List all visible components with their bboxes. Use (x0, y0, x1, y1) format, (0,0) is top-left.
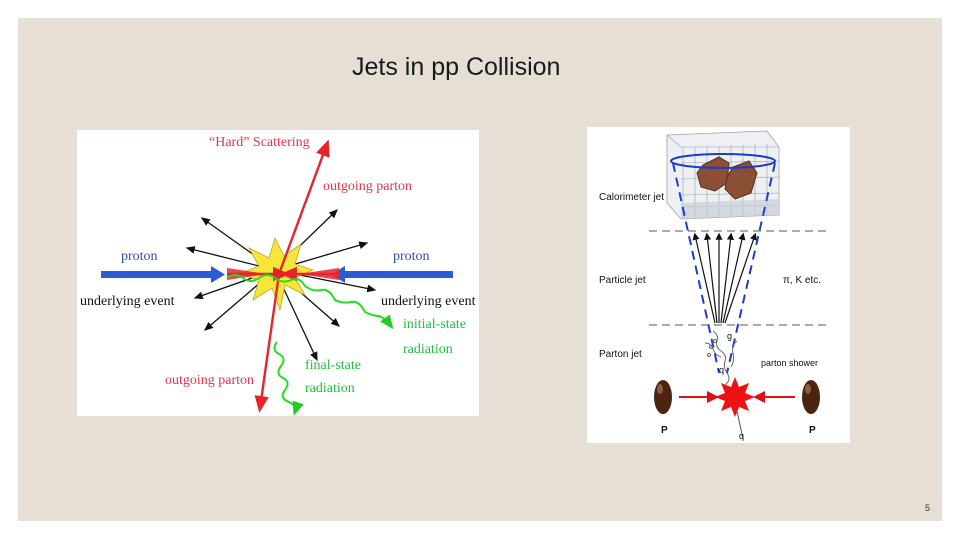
outgoing-parton-arrows (254, 139, 330, 413)
parton-shower (704, 330, 738, 394)
label-underlying-event-right: underlying event (381, 294, 476, 309)
label-quark-upper: q (719, 365, 724, 375)
label-underlying-event-left: underlying event (80, 294, 175, 309)
jet-cone-top (670, 153, 776, 169)
hard-scattering-diagram: “Hard” Scattering outgoing parton proton… (77, 130, 479, 416)
page-number: 5 (925, 503, 931, 513)
label-proton-p-right: P (809, 425, 816, 436)
label-calorimeter-jet: Calorimeter jet (599, 192, 664, 203)
jet-levels-diagram: Calorimeter jet Particle jet Parton jet … (587, 127, 850, 443)
proton-right (802, 380, 820, 414)
particle-jet-arrows (692, 232, 757, 324)
label-outgoing-parton-bottom: outgoing parton (165, 373, 254, 388)
recoil-quark-line (736, 410, 744, 440)
label-proton-left: proton (121, 249, 158, 264)
jet-levels-svg: Calorimeter jet Particle jet Parton jet … (599, 130, 831, 441)
hard-scattering-svg: “Hard” Scattering outgoing parton proton… (80, 135, 476, 416)
label-proton-right: proton (393, 249, 430, 264)
label-final-state: final-state (305, 358, 361, 373)
label-proton-p-left: P (661, 425, 668, 436)
label-parton-shower: parton shower (761, 358, 818, 368)
jet-cone-dashed-lines (672, 162, 776, 374)
energy-deposit-right (724, 160, 758, 200)
energy-deposit-left (696, 156, 730, 192)
label-final-state-radiation: radiation (305, 381, 355, 396)
label-outgoing-parton-top: outgoing parton (323, 179, 412, 194)
label-particle-jet: Particle jet (599, 275, 646, 286)
label-pi-k: π, K etc. (783, 275, 821, 286)
proton-left (654, 380, 672, 414)
label-hard-scattering: “Hard” Scattering (209, 135, 310, 150)
label-quark-lower: q (739, 431, 744, 441)
label-initial-state: initial-state (403, 317, 466, 332)
radiation-wavy-lines (226, 274, 394, 416)
slide-title: Jets in pp Collision (352, 53, 561, 81)
level-separators (649, 230, 831, 326)
collision-burst (715, 377, 755, 417)
label-initial-state-radiation: radiation (403, 342, 453, 357)
label-gluon: g (727, 331, 732, 341)
label-parton-jet: Parton jet (599, 349, 642, 360)
